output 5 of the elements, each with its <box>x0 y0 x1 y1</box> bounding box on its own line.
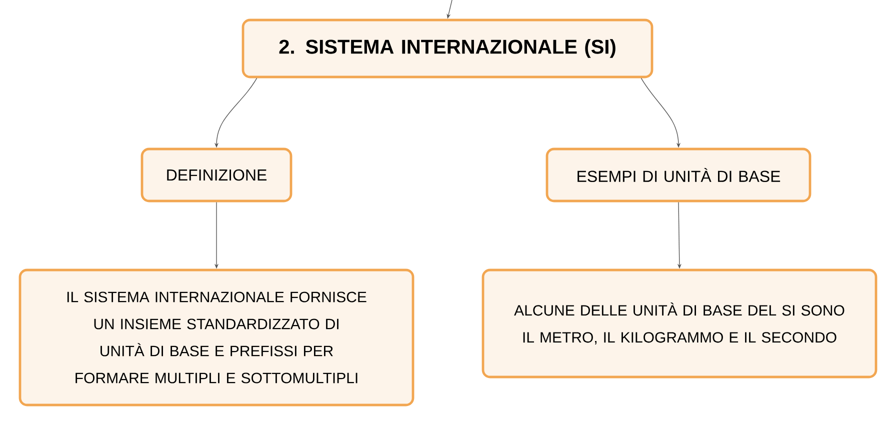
concept-box: DEFINIZIONE <box>140 148 292 202</box>
concept-box: ALCUNE DELLE UNITÀ DI BASE DEL SI SONO IL METRO, IL KILOGRAMMO E IL SECONDO <box>482 268 878 378</box>
title-box: 2. SISTEMA INTERNAZIONALE (SI) <box>242 18 654 78</box>
concept-box: ESEMPI DI UNITÀ DI BASE <box>546 148 812 202</box>
concept-box: IL SISTEMA INTERNAZIONALE FORNISCE UN INSIEME STANDARDIZZATO DI UNITÀ DI BASE E PREFISSI PER FORMARE MULTIPLI E SOTTOMULTIPLI <box>18 268 414 406</box>
